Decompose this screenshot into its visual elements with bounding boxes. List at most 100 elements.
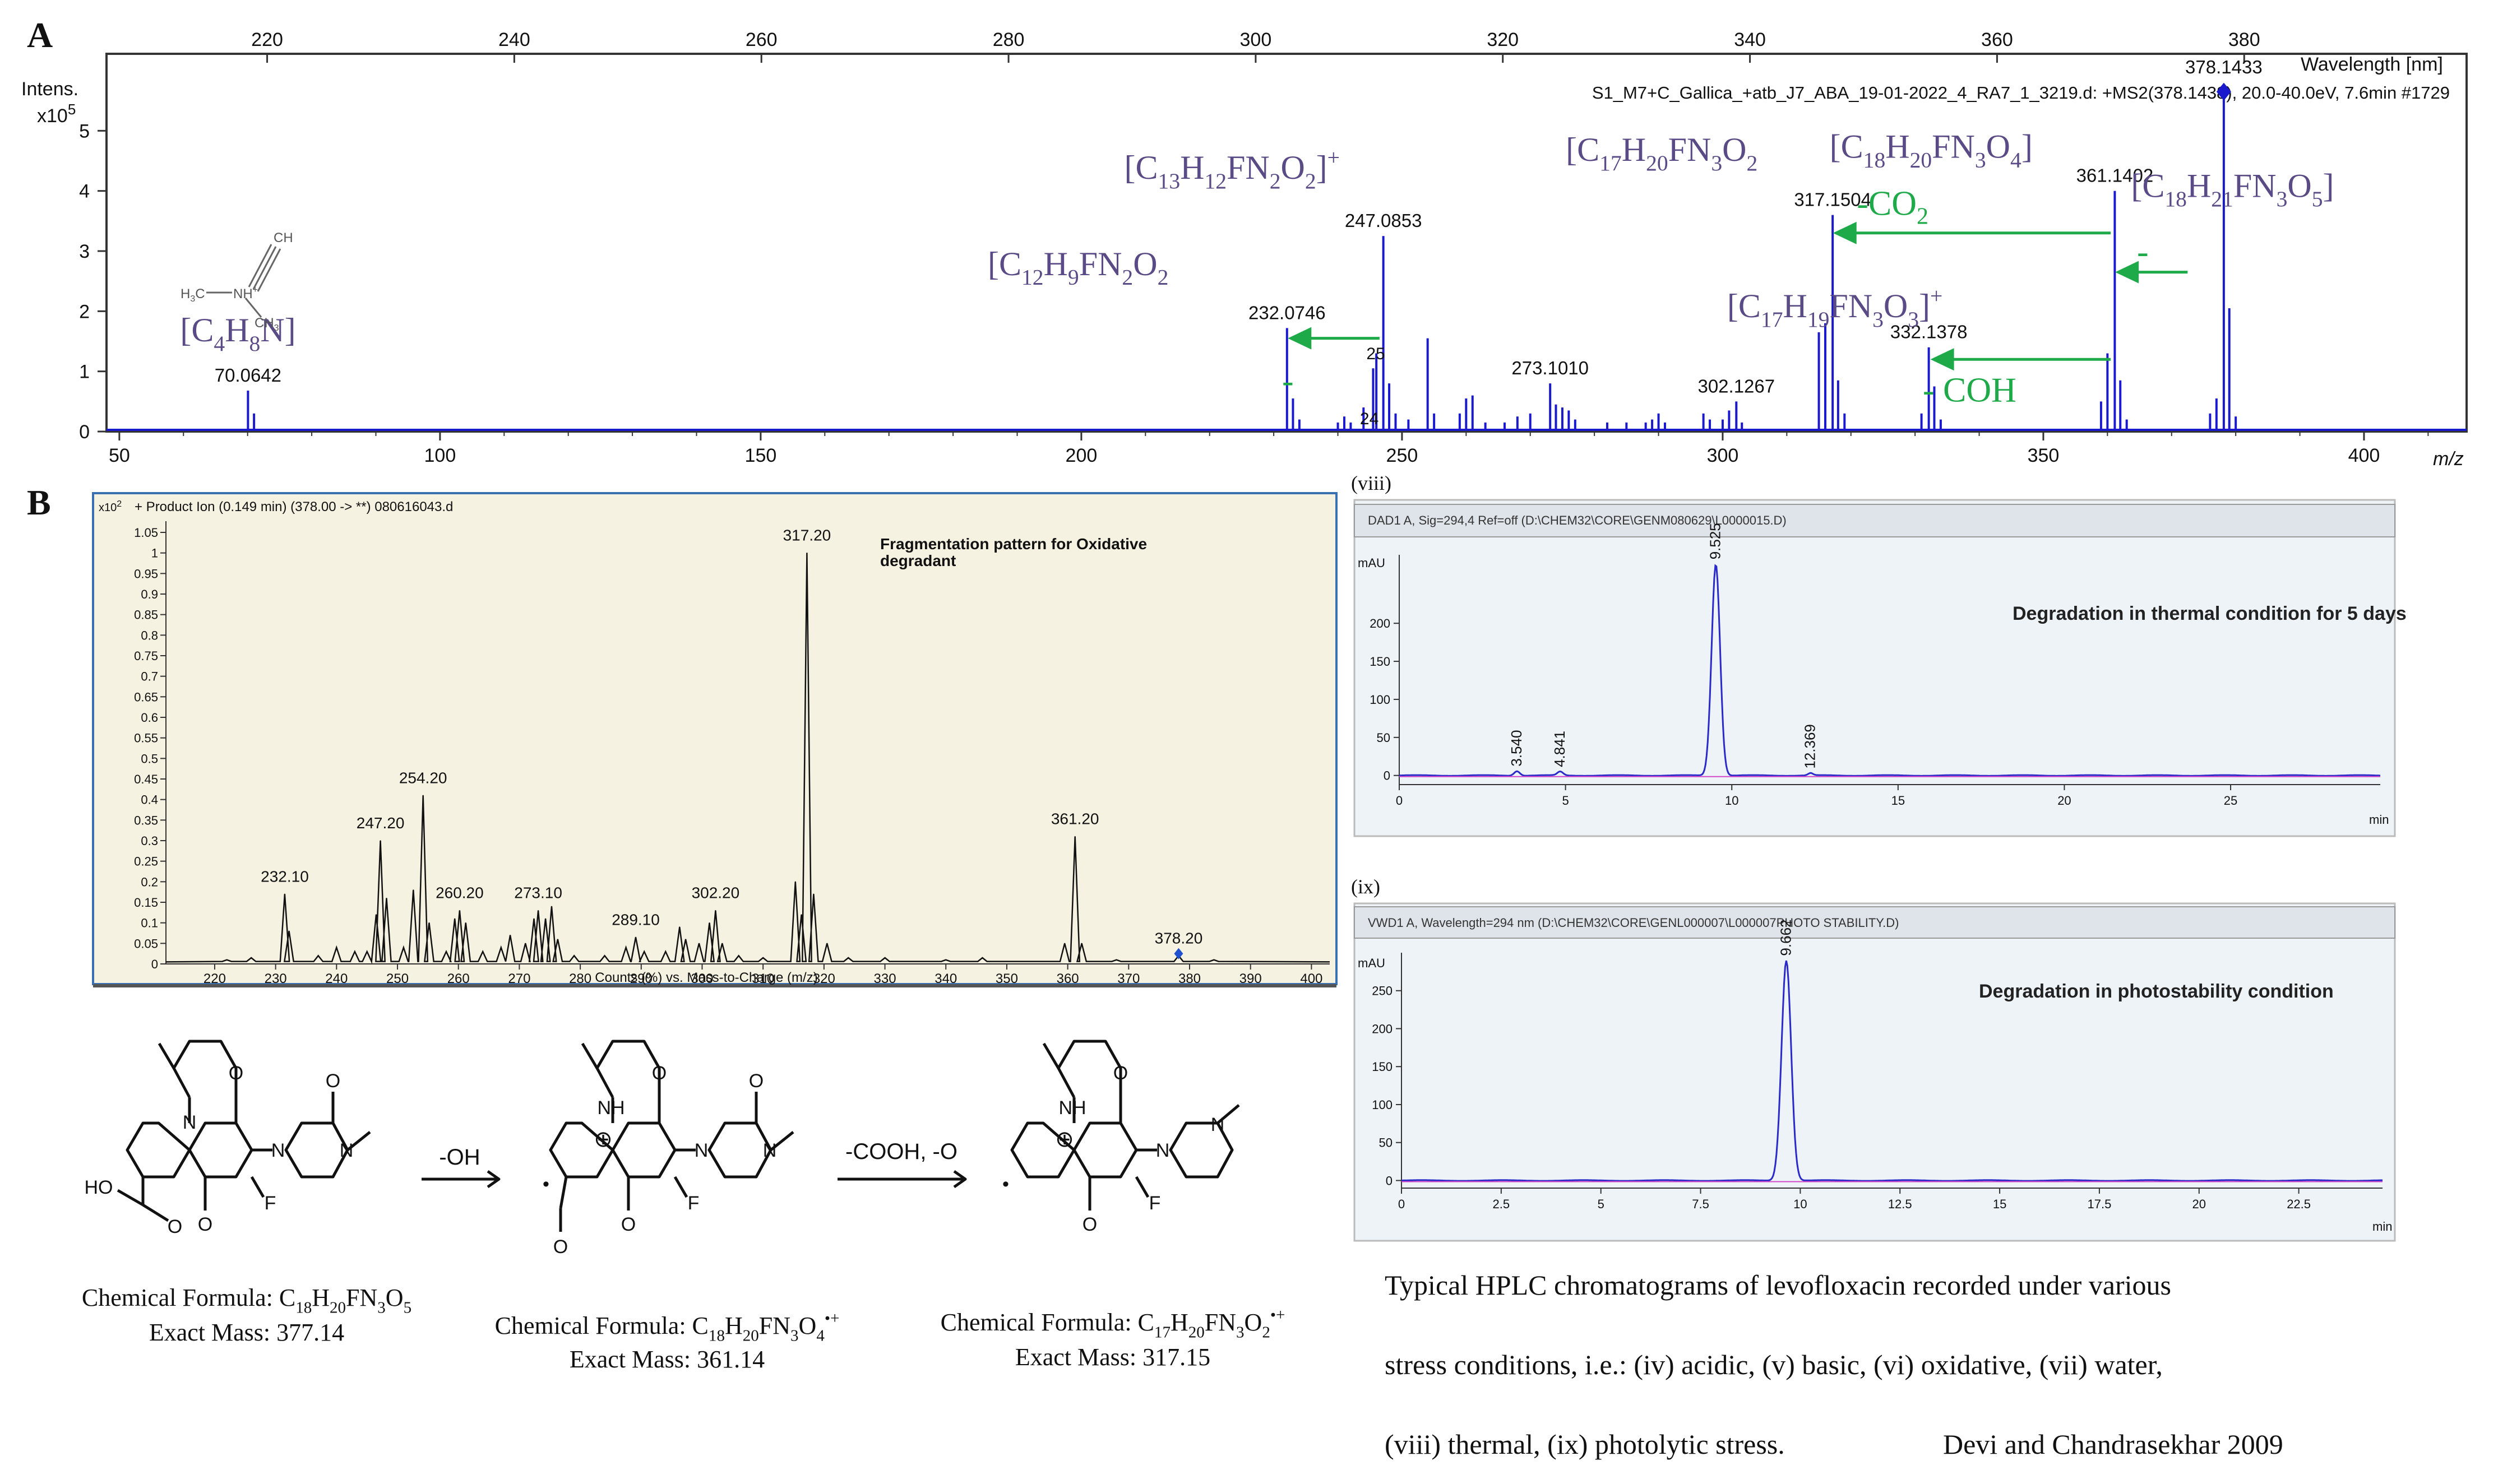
product-ion-peak-42 bbox=[794, 881, 796, 883]
mol2-aldehyde bbox=[559, 1176, 568, 1209]
scheme-formula-0-base: Chemical Formula: C bbox=[82, 1284, 295, 1311]
ms2-formula-6-part-1: H bbox=[2187, 167, 2211, 204]
product-ion-title-line2: degradant bbox=[880, 552, 956, 569]
ms2-top-tick-label-3: 280 bbox=[993, 29, 1025, 50]
ms2-x-tick-label-2: 150 bbox=[745, 445, 777, 466]
product-ion-peak-38 bbox=[715, 910, 716, 911]
ms2-top-axis-label: Wavelength [nm] bbox=[2301, 54, 2443, 75]
product-ion-peak-label-6: 302.20 bbox=[692, 884, 740, 902]
ms2-formula-4-part-3: FN bbox=[1829, 287, 1872, 324]
ms2-formula-5-part-0: 18 bbox=[1863, 147, 1886, 172]
ms2-formula-3-part-6: 2 bbox=[1747, 151, 1758, 175]
ms2-y-tick-label-3: 3 bbox=[79, 241, 90, 262]
ms2-peak-label-7: 361.1402 bbox=[2076, 165, 2154, 186]
panel-label-viii: (viii) bbox=[1351, 472, 1391, 494]
ms2-formula-1-part-3: FN bbox=[1079, 245, 1122, 282]
ms2-peak-labels: 70.0642232.0746247.0853273.1010302.12673… bbox=[215, 57, 2263, 428]
product-ion-peak-label-2: 254.20 bbox=[399, 769, 447, 786]
caption-citation: Devi and Chandrasekhar 2009 bbox=[1943, 1429, 2283, 1460]
ms2-x-tick-label-7: 400 bbox=[2348, 445, 2380, 466]
hplc-ix-x-tick-label-5: 12.5 bbox=[1888, 1197, 1912, 1211]
product-ion-peak-48 bbox=[884, 957, 886, 958]
mol1-ring-n: N bbox=[183, 1112, 197, 1133]
product-ion-peak-31 bbox=[635, 936, 636, 938]
scheme-formula-2-part-0: 17 bbox=[1154, 1323, 1171, 1341]
ms2-formula-5-part-7: ] bbox=[2021, 128, 2033, 165]
scheme-formula-1-part-3: FN bbox=[759, 1312, 790, 1339]
ms2-formula-0-base: [C bbox=[180, 312, 214, 349]
degradation-scheme bbox=[117, 1040, 1240, 1232]
product-ion-peak-20 bbox=[501, 947, 502, 948]
hplc-viii-y-tick-label-0: 0 bbox=[1384, 769, 1390, 783]
scheme-formula-0-part-1: H bbox=[312, 1284, 330, 1311]
product-ion-x-tick-label-10: 320 bbox=[813, 971, 835, 986]
mol3-ring-left bbox=[1010, 1121, 1076, 1179]
product-ion-y-scale-base: x10 bbox=[99, 502, 117, 514]
hplc-viii-trace-line bbox=[1399, 564, 2380, 777]
scheme-formula-0-part-4: 3 bbox=[377, 1299, 386, 1316]
ms2-x-tick-label-6: 350 bbox=[2028, 445, 2060, 466]
hplc-viii-y-tick-label-4: 200 bbox=[1370, 616, 1390, 630]
ms2-y-axis-label: Intens. bbox=[21, 78, 78, 100]
product-ion-x-tick-label-16: 380 bbox=[1178, 971, 1201, 986]
scheme-formula-0-part-6: 5 bbox=[404, 1299, 412, 1316]
hplc-thermal-trace bbox=[1399, 564, 2380, 777]
hplc-ix-peak-label-0: 9.662 bbox=[1777, 919, 1794, 956]
product-ion-peak-label-1: 247.20 bbox=[357, 814, 405, 832]
ms2-loss-arrows: -CO2- COH-- bbox=[1282, 185, 2188, 409]
product-ion-peak-28 bbox=[573, 955, 575, 957]
ms2-formula-5-part-3: FN bbox=[1932, 128, 1975, 165]
mol3-pip-n1: N bbox=[1156, 1140, 1170, 1161]
scheme-formula-2-part-6: 2 bbox=[1262, 1323, 1270, 1341]
ms2-formula-6-base: [C bbox=[2131, 167, 2164, 204]
ms2-top-tick-label-0: 220 bbox=[251, 29, 283, 50]
ms2-formula-2-part-3: FN bbox=[1227, 149, 1270, 186]
ms2-formula-3-part-0: 17 bbox=[1599, 151, 1622, 175]
mol3-ring-o: O bbox=[1113, 1063, 1128, 1084]
caption-line-1: Typical HPLC chromatograms of levofloxac… bbox=[1385, 1269, 2171, 1301]
mol2-pip-n2: N bbox=[763, 1140, 777, 1161]
scheme-formula-0-part-2: 20 bbox=[330, 1299, 346, 1316]
ms2-formula-2-part-2: 12 bbox=[1204, 169, 1227, 193]
ms2-formula-6: [C18H21FN3O5] bbox=[2131, 167, 2334, 211]
mol3-methyl bbox=[1042, 1042, 1060, 1069]
fragment-ch-label: CH bbox=[274, 230, 293, 245]
mol1-ho-label: HO bbox=[85, 1177, 113, 1198]
product-ion-y-tick-label-19: 0.95 bbox=[134, 567, 158, 581]
product-ion-peak-19 bbox=[482, 951, 483, 952]
mol1-n-oxide-o: O bbox=[326, 1070, 340, 1092]
ms2-loss-arrowhead-2 bbox=[1930, 348, 1954, 371]
product-ion-peak-36 bbox=[698, 943, 700, 944]
ms2-formula-1-base: [C bbox=[988, 245, 1021, 282]
hplc-thermal-x-unit: min bbox=[2369, 813, 2389, 827]
ms2-formula-6-part-4: 3 bbox=[2277, 187, 2288, 211]
product-ion-x-tick-label-9: 310 bbox=[752, 971, 774, 986]
hplc-viii-x-tick-label-2: 10 bbox=[1725, 794, 1738, 808]
mol3-plus: ⊕ bbox=[1055, 1127, 1074, 1152]
product-ion-trace-line bbox=[165, 553, 1330, 964]
mol1-cooh-o bbox=[142, 1203, 169, 1222]
product-ion-peak-27 bbox=[557, 939, 558, 940]
hplc-photo-title: Degradation in photostability condition bbox=[1979, 981, 2334, 1002]
ms2-formula-4-part-6: 3 bbox=[1908, 307, 1919, 332]
ms2-spectrum-chart: Wavelength [nm] Intens. x105 m/z S1_M7+C… bbox=[21, 29, 2468, 470]
mol3-oxazine bbox=[1057, 1040, 1122, 1098]
ms2-formula-6-part-7: ] bbox=[2323, 167, 2334, 204]
ms2-x-tick-label-0: 50 bbox=[109, 445, 130, 466]
hplc-viii-x-tick-label-4: 20 bbox=[2057, 794, 2071, 808]
product-ion-peak-47 bbox=[848, 957, 849, 958]
product-ion-peak-56 bbox=[1213, 959, 1215, 961]
hplc-viii-peak-label-3: 12.369 bbox=[1802, 724, 1819, 769]
hplc-ix-x-tick-label-3: 7.5 bbox=[1692, 1197, 1709, 1211]
mol1-f-bond bbox=[250, 1176, 265, 1198]
product-ion-peak-45 bbox=[813, 893, 815, 895]
product-ion-y-tick-label-5: 0.25 bbox=[134, 855, 158, 869]
product-ion-peak-9 bbox=[380, 840, 381, 841]
ms2-loss-label-3-text: - bbox=[2137, 233, 2149, 271]
product-ion-y-tick-label-15: 0.75 bbox=[134, 649, 158, 663]
product-ion-y-tick-label-10: 0.5 bbox=[141, 752, 158, 766]
scheme-formula-2-part-5: O bbox=[1245, 1309, 1262, 1336]
product-ion-peak-3 bbox=[288, 930, 290, 932]
